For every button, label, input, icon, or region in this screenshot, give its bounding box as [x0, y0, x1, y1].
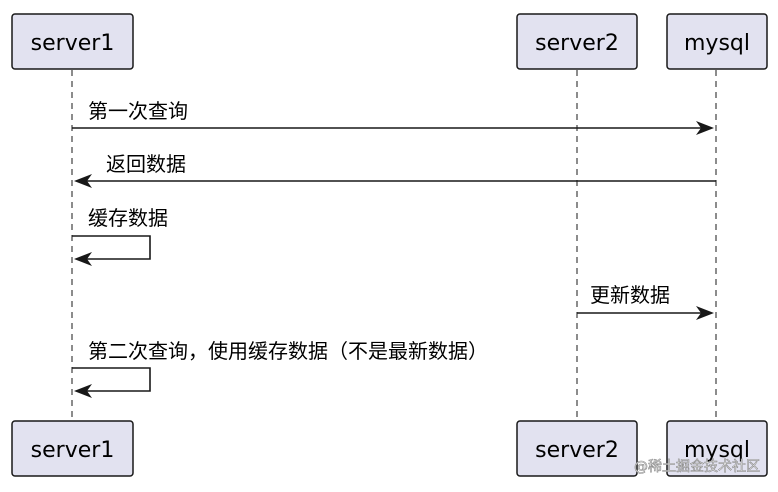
- arrowhead: [74, 252, 92, 266]
- participant-mysql-bottom: mysql: [666, 420, 768, 477]
- participant-server2-top: server2: [516, 13, 638, 70]
- message-cache-data: 缓存数据: [72, 206, 168, 266]
- message-first-query: 第一次查询: [72, 99, 714, 135]
- participant-label: mysql: [684, 438, 750, 463]
- participant-mysql-top: mysql: [666, 13, 768, 70]
- participant-label: server2: [535, 438, 619, 463]
- arrowhead: [74, 174, 92, 188]
- message-return-data: 返回数据: [74, 152, 716, 188]
- message-label: 返回数据: [106, 152, 186, 176]
- participant-label: server2: [535, 31, 619, 56]
- message-second-query: 第二次查询，使用缓存数据（不是最新数据）: [72, 339, 488, 398]
- message-update-data: 更新数据: [577, 283, 714, 320]
- participant-server1-bottom: server1: [11, 420, 134, 477]
- message-label: 更新数据: [590, 283, 670, 307]
- participant-label: server1: [31, 31, 115, 56]
- participant-label: server1: [31, 438, 115, 463]
- message-label: 第二次查询，使用缓存数据（不是最新数据）: [88, 339, 488, 363]
- participant-server2-bottom: server2: [516, 420, 638, 477]
- participant-label: mysql: [684, 31, 750, 56]
- participant-server1-top: server1: [11, 13, 134, 70]
- message-label: 第一次查询: [88, 99, 188, 123]
- watermark-text: @稀土掘金技术社区: [634, 459, 760, 475]
- message-label: 缓存数据: [88, 206, 168, 230]
- message-self-loop: [72, 235, 151, 260]
- message-self-loop: [72, 367, 151, 392]
- arrowhead: [696, 306, 714, 320]
- arrowhead: [74, 384, 92, 398]
- arrowhead: [696, 121, 714, 135]
